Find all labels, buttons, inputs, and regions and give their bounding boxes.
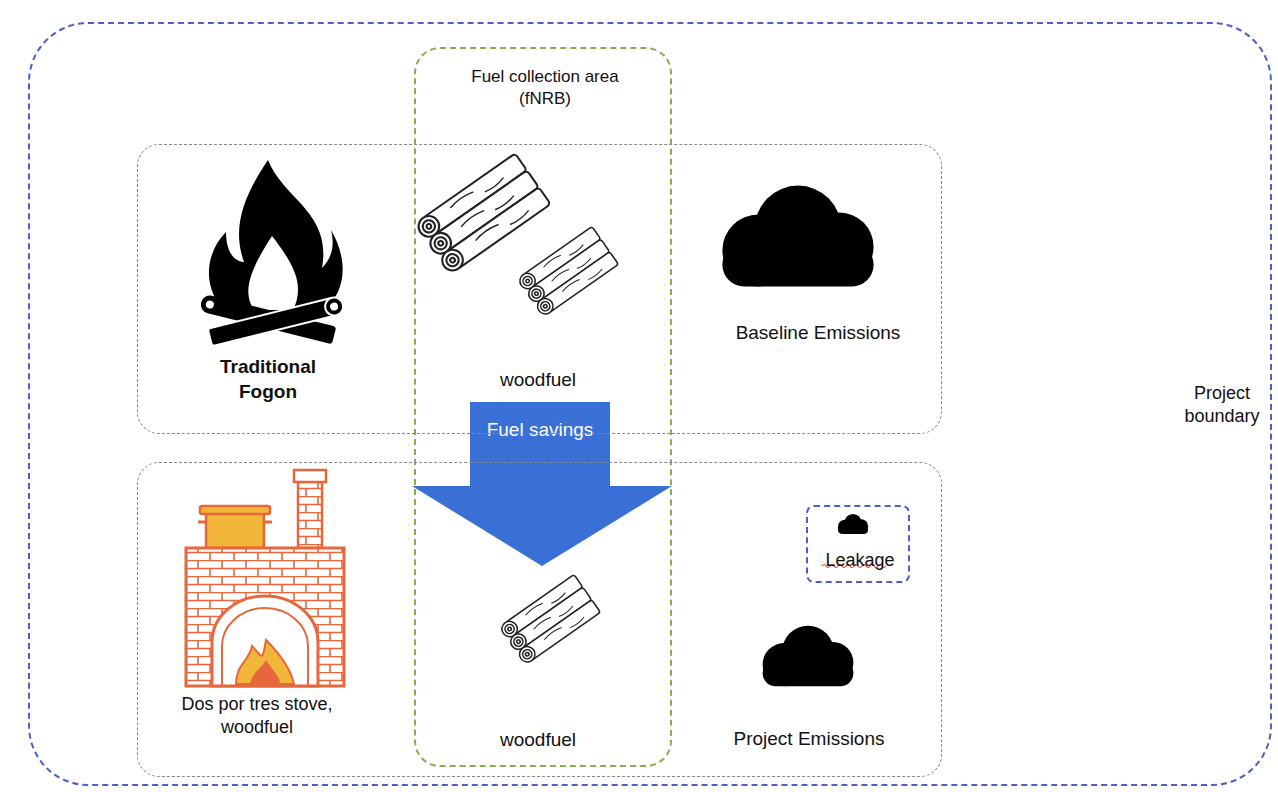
cloud-icon: [838, 514, 868, 534]
log-bundle: [499, 575, 601, 665]
baseline-box: Traditional Fogon Baseline Emissions: [137, 144, 942, 434]
stove-icon: [186, 470, 344, 686]
log-bundle: [415, 153, 551, 274]
fire-icon: [199, 160, 345, 346]
label-text: woodfuel: [478, 368, 598, 393]
leakage-box: Leakage: [806, 505, 910, 583]
label-text: Baseline Emissions: [708, 321, 928, 346]
arrow-fill: [412, 402, 672, 566]
label-text: Fuel collection area (fNRB): [460, 66, 630, 110]
collection-area: Fuel collection area (fNRB) Fuel savings: [414, 47, 672, 767]
label-text: Fuel savings: [475, 418, 605, 443]
label-text: Dos por tres stove, woodfuel: [162, 693, 352, 740]
label-text: Traditional Fogon: [193, 355, 343, 404]
cloud-icon: [763, 626, 854, 686]
label-text: Project Emissions: [704, 727, 914, 752]
label-text: Leakage: [812, 549, 908, 572]
log-bundle: [517, 227, 619, 317]
label-text: Project boundary: [1170, 382, 1274, 429]
cloud-icon: [722, 186, 873, 287]
label-text: woodfuel: [478, 728, 598, 753]
boundary-box: Project boundary Fuel collection area (fN…: [28, 22, 1272, 786]
savings-arrow: Fuel savings: [412, 402, 672, 566]
